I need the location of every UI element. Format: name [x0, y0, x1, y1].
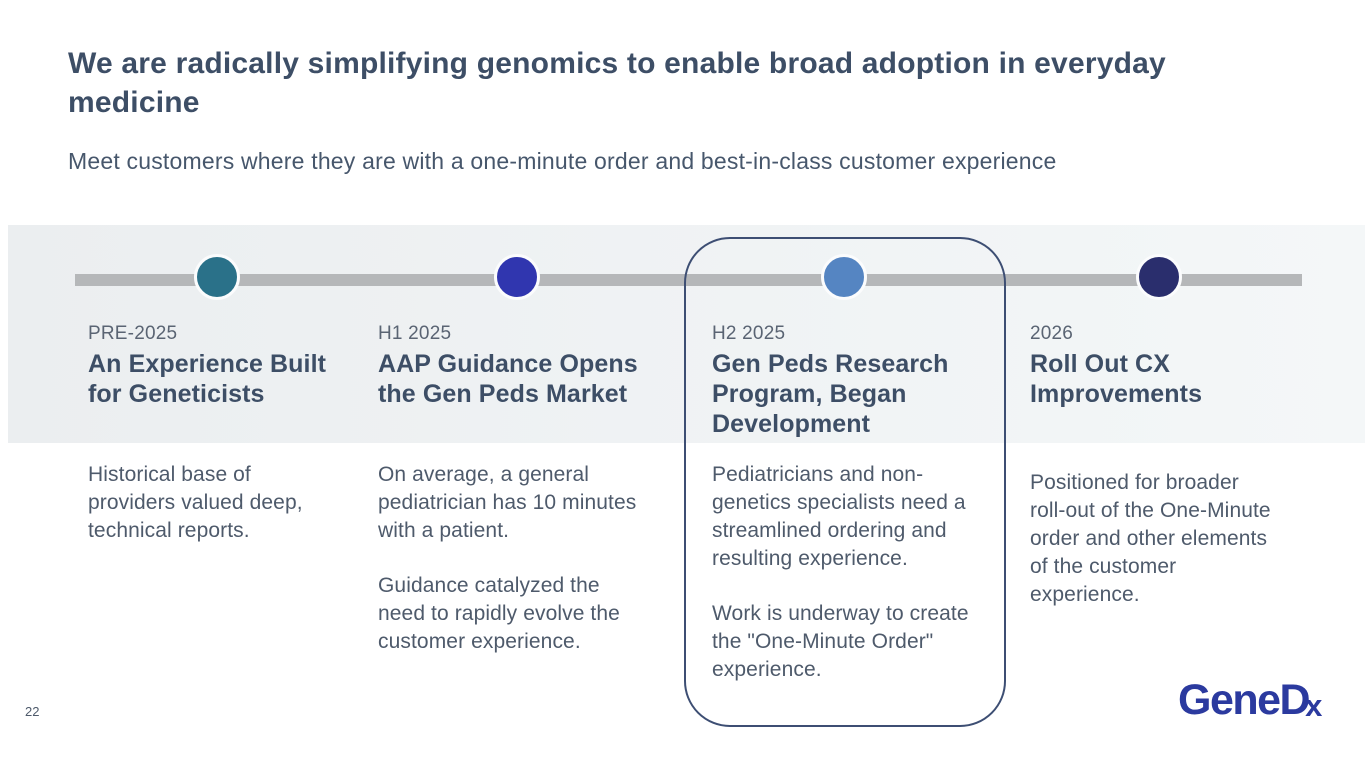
milestone-period: PRE-2025	[88, 323, 178, 344]
milestone-period: 2026	[1030, 323, 1074, 344]
timeline-dot-h2-2025	[821, 254, 867, 300]
milestone-body: Positioned for broader roll-out of the O…	[1030, 469, 1278, 609]
milestone-body-paragraph: Historical base of providers valued deep…	[88, 463, 303, 542]
milestone-header: PRE-2025 An Experience Built for Genetic…	[88, 322, 340, 409]
page-number: 22	[25, 704, 40, 719]
slide-title: We are radically simplifying genomics to…	[68, 47, 1166, 119]
milestone-body-paragraph: Positioned for broader roll-out of the O…	[1030, 471, 1271, 606]
milestone-heading: Roll Out CX Improvements	[1030, 350, 1203, 408]
milestone-body-paragraph: On average, a general pediatrician has 1…	[378, 463, 637, 542]
milestone-header: H2 2025 Gen Peds Research Program, Began…	[712, 322, 967, 439]
milestone-body: Historical base of providers valued deep…	[88, 461, 326, 545]
timeline-dot-pre-2025	[194, 254, 240, 300]
milestone-heading: An Experience Built for Geneticists	[88, 350, 327, 408]
milestone-header: 2026 Roll Out CX Improvements	[1030, 322, 1260, 409]
milestone-body-paragraph: Pediatricians and non-genetics specialis…	[712, 463, 966, 570]
milestone-period: H1 2025	[378, 323, 452, 344]
slide-subtitle: Meet customers where they are with a one…	[68, 148, 1057, 174]
genedx-logo-d-glyph: D	[1279, 676, 1311, 724]
milestone-heading: Gen Peds Research Program, Began Develop…	[712, 350, 949, 438]
genedx-logo-gene-text: Gene	[1178, 676, 1281, 724]
milestone-body: On average, a general pediatrician has 1…	[378, 461, 643, 656]
genedx-logo-x-glyph: x	[1305, 688, 1323, 723]
milestone-body-paragraph: Guidance catalyzed the need to rapidly e…	[378, 574, 620, 653]
milestone-header: H1 2025 AAP Guidance Opens the Gen Peds …	[378, 322, 650, 409]
milestone-period: H2 2025	[712, 323, 786, 344]
timeline-dot-2026	[1136, 254, 1182, 300]
milestone-body: Pediatricians and non-genetics specialis…	[712, 461, 974, 684]
timeline-bar	[75, 274, 1302, 286]
timeline-dot-h1-2025	[494, 254, 540, 300]
milestone-heading: AAP Guidance Opens the Gen Peds Market	[378, 350, 638, 408]
genedx-logo: GeneDx	[1178, 676, 1326, 725]
milestone-body-paragraph: Work is underway to create the "One-Minu…	[712, 602, 969, 681]
